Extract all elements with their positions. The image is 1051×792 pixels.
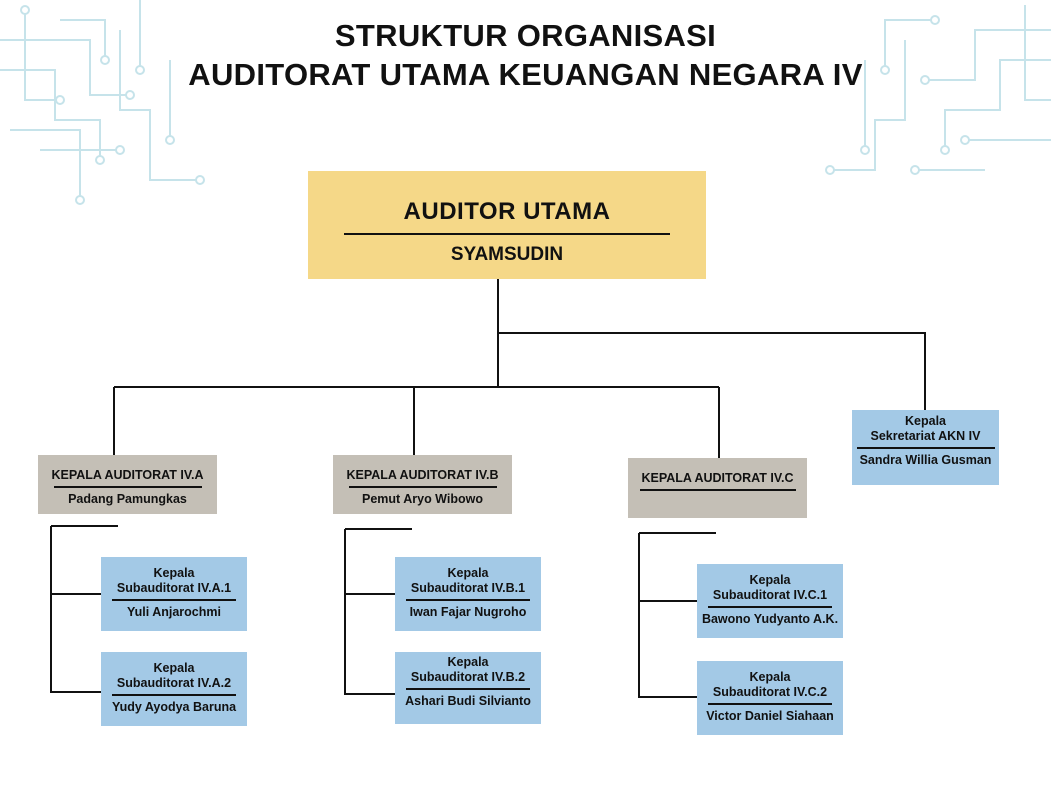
separator-line: [112, 694, 236, 696]
sub-role-line2: Subauditorat IV.B.2: [410, 670, 526, 684]
circuit-decoration-left: [0, 0, 205, 205]
subauditorat-c1-box: Kepala Subauditorat IV.C.1 Bawono Yudyan…: [697, 564, 843, 638]
auditorat-c-box: KEPALA AUDITORAT IV.C: [628, 458, 807, 518]
separator-line: [708, 606, 832, 608]
subauditorat-a2-box: Kepala Subauditorat IV.A.2 Yudy Ayodya B…: [101, 652, 247, 726]
sub-role-line1: Kepala: [447, 566, 489, 580]
auditorat-a-role: KEPALA AUDITORAT IV.A: [51, 468, 204, 482]
circuit-decoration-right: [825, 5, 1051, 175]
auditorat-a-name: Padang Pamungkas: [68, 492, 187, 506]
auditorat-a-box: KEPALA AUDITORAT IV.A Padang Pamungkas: [38, 455, 217, 514]
sekretariat-role-line1: Kepala: [905, 414, 946, 428]
auditorat-b-role: KEPALA AUDITORAT IV.B: [346, 468, 499, 482]
auditor-utama-box: AUDITOR UTAMA SYAMSUDIN: [308, 171, 706, 279]
auditorat-b-name: Pemut Aryo Wibowo: [362, 492, 483, 506]
subauditorat-b2-box: Kepala Subauditorat IV.B.2 Ashari Budi S…: [395, 652, 541, 724]
sekretariat-role-line2: Sekretariat AKN IV: [870, 429, 981, 443]
separator-line: [348, 486, 497, 488]
auditor-utama-name: SYAMSUDIN: [450, 244, 564, 265]
sub-role-line1: Kepala: [749, 670, 791, 684]
separator-line: [708, 703, 832, 705]
sub-role-line1: Kepala: [153, 566, 195, 580]
separator-line: [344, 233, 670, 235]
page-title-line1: STRUKTUR ORGANISASI: [334, 18, 717, 53]
sub-name: Iwan Fajar Nugroho: [409, 605, 527, 619]
sekretariat-name: Sandra Willia Gusman: [859, 453, 992, 467]
separator-line: [406, 599, 530, 601]
sub-name: Yuli Anjarochmi: [126, 605, 221, 619]
subauditorat-b1-box: Kepala Subauditorat IV.B.1 Iwan Fajar Nu…: [395, 557, 541, 631]
sub-role-line2: Subauditorat IV.C.2: [712, 685, 828, 699]
sub-role-line1: Kepala: [153, 661, 195, 675]
sub-role-line2: Subauditorat IV.A.1: [116, 581, 232, 595]
separator-line: [639, 489, 796, 491]
sub-name: Victor Daniel Siahaan: [706, 709, 834, 723]
sub-name: Bawono Yudyanto A.K.: [701, 612, 839, 626]
separator-line: [856, 447, 995, 449]
separator-line: [406, 688, 530, 690]
auditorat-c-role: KEPALA AUDITORAT IV.C: [641, 471, 794, 485]
sub-name: Yudy Ayodya Baruna: [111, 700, 237, 714]
sub-role-line2: Subauditorat IV.C.1: [712, 588, 828, 602]
sub-role-line1: Kepala: [447, 655, 489, 669]
subauditorat-a1-box: Kepala Subauditorat IV.A.1 Yuli Anjaroch…: [101, 557, 247, 631]
sekretariat-box: Kepala Sekretariat AKN IV Sandra Willia …: [852, 410, 999, 485]
sub-name: Ashari Budi Silvianto: [405, 694, 531, 708]
auditorat-b-box: KEPALA AUDITORAT IV.B Pemut Aryo Wibowo: [333, 455, 512, 514]
subauditorat-c2-box: Kepala Subauditorat IV.C.2 Victor Daniel…: [697, 661, 843, 735]
page-title-line2: AUDITORAT UTAMA KEUANGAN NEGARA IV: [188, 57, 863, 92]
sub-role-line1: Kepala: [749, 573, 791, 587]
separator-line: [112, 599, 236, 601]
separator-line: [53, 486, 202, 488]
auditor-utama-role: AUDITOR UTAMA: [403, 198, 611, 225]
sub-role-line2: Subauditorat IV.A.2: [116, 676, 232, 690]
sub-role-line2: Subauditorat IV.B.1: [410, 581, 526, 595]
